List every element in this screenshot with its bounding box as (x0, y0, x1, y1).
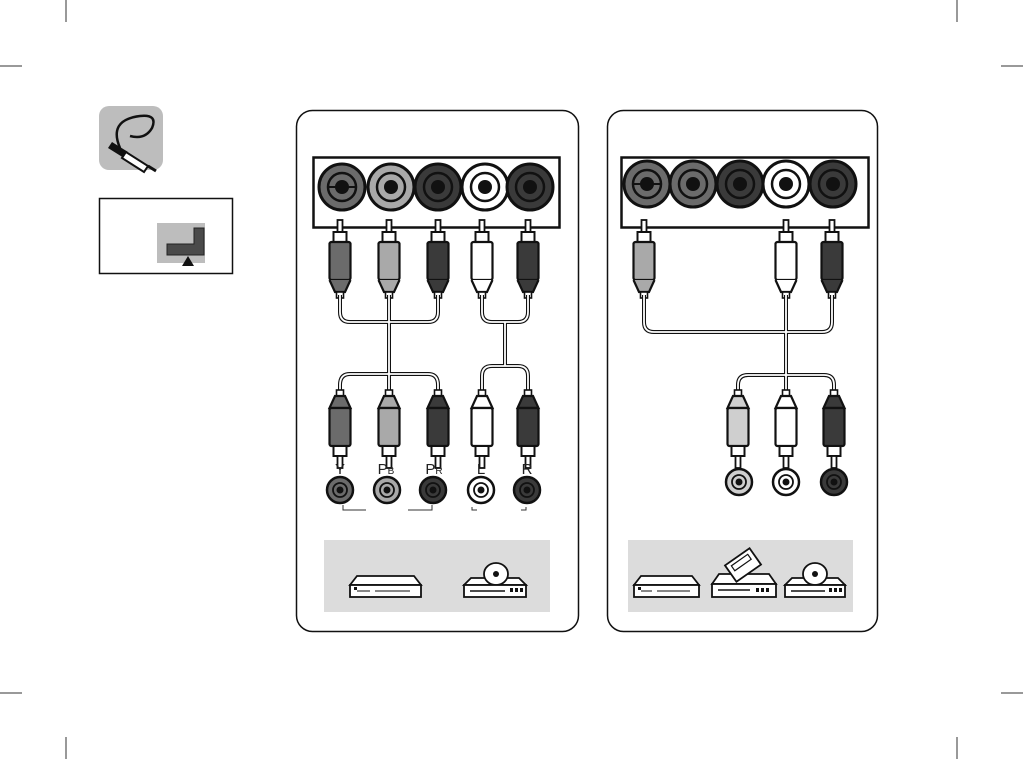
tv-jack (763, 161, 809, 207)
tv-jack (717, 161, 763, 207)
tv-jack (319, 164, 365, 210)
tv-jack (415, 164, 461, 210)
rca-plug (472, 390, 493, 468)
rca-plug (728, 390, 749, 468)
composite-connection-panel (608, 111, 878, 632)
tv-jack (507, 164, 553, 210)
rca-plug (379, 220, 400, 298)
tv-jack (462, 164, 508, 210)
rca-plug (428, 390, 449, 468)
device-jack (821, 469, 847, 495)
device-jack (327, 477, 353, 503)
device-jack (468, 477, 494, 503)
rca-plug (518, 220, 539, 298)
device-jack (420, 477, 446, 503)
rca-plug (824, 390, 845, 468)
device-jack (773, 469, 799, 495)
rca-plug (776, 390, 797, 468)
label-r: R (522, 461, 533, 478)
tv-jack (624, 161, 670, 207)
tv-jack (670, 161, 716, 207)
cable-plug-icon (99, 106, 163, 172)
component-connection-panel: Y PB PR L R (297, 111, 579, 632)
device-jack (374, 477, 400, 503)
rca-plug (472, 220, 493, 298)
tv-input-location-box (100, 199, 233, 274)
tv-jacks (319, 164, 553, 210)
rca-plug (776, 220, 797, 298)
rca-plug (379, 390, 400, 468)
tv-jack (368, 164, 414, 210)
rca-plug (822, 220, 843, 298)
rca-plug (518, 390, 539, 468)
device-jack (726, 469, 752, 495)
rca-plug (634, 220, 655, 298)
rca-plug (330, 220, 351, 298)
rca-plug (330, 390, 351, 468)
label-y: Y (335, 461, 345, 478)
device-side-plugs (728, 390, 845, 468)
tv-jack (810, 161, 856, 207)
tv-jacks (624, 161, 856, 207)
dvd-player-icon (350, 576, 421, 597)
rca-plug (428, 220, 449, 298)
device-jack (514, 477, 540, 503)
dvd-player-icon (634, 576, 699, 597)
label-l: L (477, 461, 485, 478)
device-jacks (726, 469, 847, 495)
